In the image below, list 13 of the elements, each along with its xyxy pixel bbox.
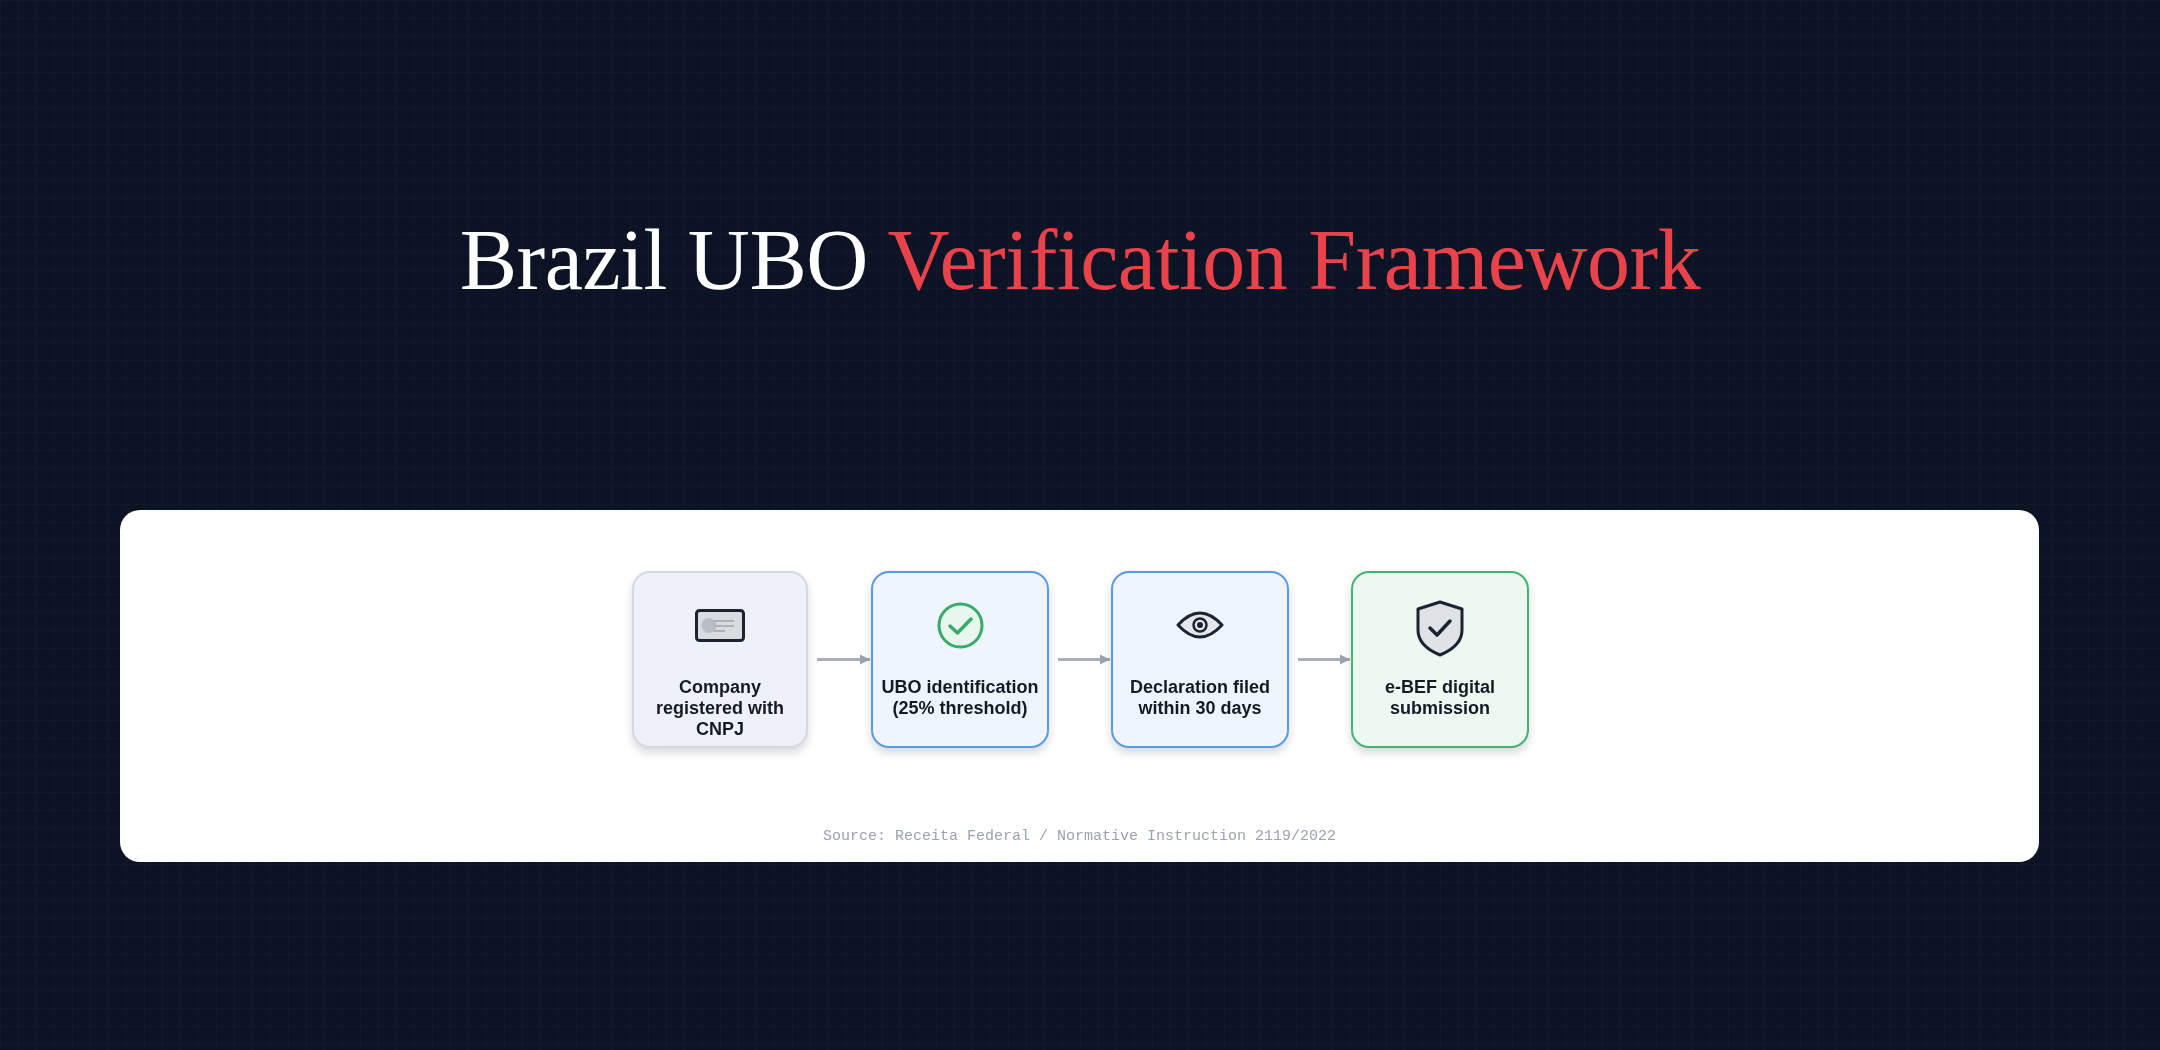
arrow (1298, 654, 1350, 665)
step-card (1111, 571, 1289, 748)
arrow (817, 654, 870, 665)
step-label: Company registered with CNPJ (655, 677, 785, 740)
step-card (1351, 571, 1529, 748)
title: Brazil UBO Verification Framework (459, 212, 1701, 308)
step-label: Declaration filed within 30 days (1128, 677, 1271, 719)
step-label: UBO identification (25% threshold) (881, 677, 1039, 719)
arrow (1058, 654, 1110, 665)
source-note: Source: Receita Federal / Normative Instruction 2119/2022 (822, 828, 1337, 845)
step-card (871, 571, 1049, 748)
step-card (632, 571, 808, 748)
step-label: e-BEF digital submission (1384, 677, 1496, 719)
